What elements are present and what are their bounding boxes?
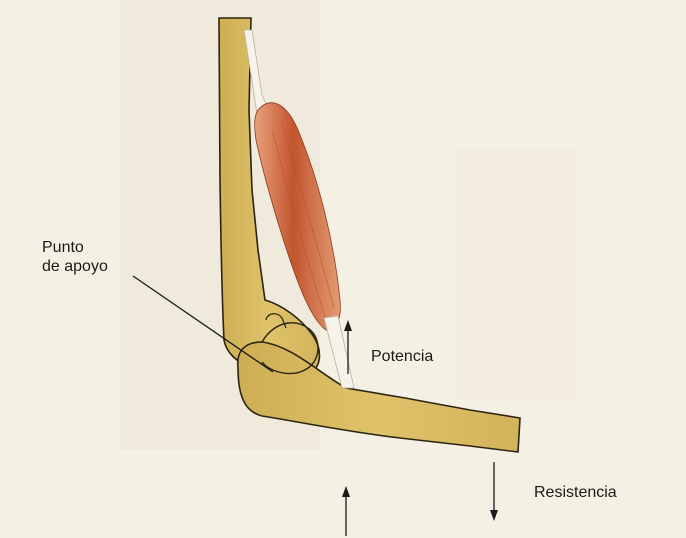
- support-arrow: [342, 486, 350, 536]
- fulcrum-label-line1: Punto: [42, 238, 108, 257]
- effort-label: Potencia: [371, 347, 433, 366]
- resistance-label: Resistencia: [534, 483, 617, 502]
- bleed-panel: [455, 150, 575, 400]
- resistance-arrow: [490, 462, 498, 521]
- fulcrum-label: Punto de apoyo: [42, 238, 108, 276]
- fulcrum-label-line2: de apoyo: [42, 257, 108, 276]
